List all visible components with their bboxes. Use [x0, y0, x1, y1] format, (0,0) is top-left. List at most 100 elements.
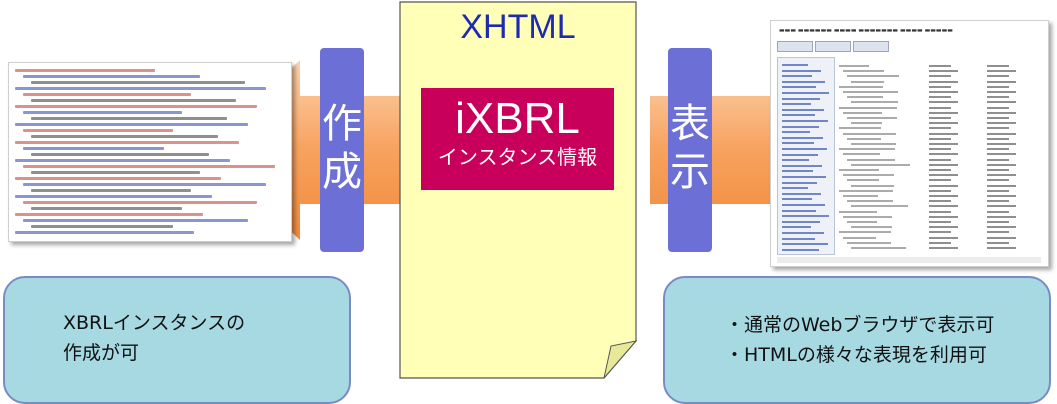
- table-label-line: [843, 91, 898, 93]
- table-value-line: [987, 226, 1016, 229]
- table-value-line: [987, 247, 1016, 249]
- browser-display-thumbnail: ▬▬▬ ▬▬▬▬▬▬ ▬▬▬▬ ▬▬▬▬▬▬▬ ▬▬▬▬ ▬▬▬▬▬: [770, 20, 1049, 267]
- xml-code-line: [15, 231, 194, 234]
- table-label-line: [851, 122, 882, 125]
- table-label-line: [851, 205, 908, 208]
- table-label-line: [839, 148, 895, 151]
- table-label-line: [839, 127, 881, 130]
- table-value-line: [987, 158, 1009, 161]
- sidebar-link-line: [782, 80, 825, 83]
- browser-thumbnail-header: ▬▬▬ ▬▬▬▬▬▬ ▬▬▬▬ ▬▬▬▬▬▬▬ ▬▬▬▬ ▬▬▬▬▬: [779, 27, 953, 34]
- table-value-line: [987, 236, 1016, 239]
- table-value-line: [987, 205, 1016, 208]
- sidebar-link-line: [782, 108, 824, 111]
- table-value-line: [929, 143, 958, 145]
- table-label-line: [839, 231, 891, 234]
- sidebar-link-line: [782, 215, 829, 218]
- xhtml-label: XHTML: [460, 8, 576, 46]
- table-label-line: [851, 247, 906, 249]
- xml-code-line: [15, 105, 257, 108]
- table-value-line: [929, 210, 951, 213]
- xml-code-line: [15, 159, 230, 162]
- table-label-line: [847, 137, 881, 140]
- table-value-line: [929, 106, 951, 109]
- table-value-line: [929, 174, 958, 177]
- table-label-line: [839, 189, 893, 192]
- ixbrl-box: iXBRL インスタンス情報: [421, 88, 614, 190]
- browser-thumbnail-footer: [777, 257, 1041, 263]
- xml-code-line: [31, 225, 173, 228]
- table-value-line: [987, 85, 1009, 88]
- table-value-line: [987, 189, 1009, 192]
- table-label-line: [843, 236, 876, 239]
- table-label-line: [839, 85, 883, 88]
- table-value-line: [929, 158, 951, 161]
- table-label-line: [847, 96, 883, 99]
- table-label-line: [851, 80, 884, 83]
- display-label-char-1: 表: [670, 101, 710, 147]
- table-value-line: [987, 132, 1016, 135]
- table-value-line: [929, 179, 951, 182]
- table-value-line: [929, 96, 951, 99]
- xhtml-document-note: [399, 1, 638, 379]
- table-label-line: [851, 101, 898, 104]
- xml-code-line: [31, 207, 182, 210]
- sidebar-link-line: [782, 148, 827, 150]
- table-value-line: [987, 210, 1009, 213]
- sidebar-link-line: [782, 97, 820, 100]
- create-callout-line-1: XBRLインスタンスの: [63, 312, 246, 334]
- table-value-line: [987, 153, 1016, 156]
- table-label-line: [843, 195, 878, 197]
- table-label-line: [839, 210, 877, 213]
- display-label-char-2: 示: [670, 149, 710, 195]
- xml-code-line: [23, 147, 164, 150]
- sidebar-link-line: [782, 243, 828, 246]
- table-value-line: [987, 137, 1009, 140]
- xml-code-line: [15, 69, 155, 72]
- table-label-line: [851, 226, 892, 229]
- table-label-line: [851, 163, 910, 166]
- table-label-line: [847, 241, 891, 244]
- create-callout-line-2: 作成が可: [63, 342, 140, 364]
- sidebar-link-line: [782, 187, 808, 190]
- sidebar-link-line: [782, 164, 822, 167]
- table-label-line: [847, 117, 897, 119]
- table-value-line: [987, 80, 1016, 83]
- sidebar-link-line: [782, 114, 815, 117]
- display-callout-line-2: ・HTMLの様々な表現を利用可: [725, 344, 987, 366]
- sidebar-link-line: [782, 181, 817, 184]
- xml-code-line: [23, 165, 275, 168]
- table-value-line: [929, 101, 958, 104]
- sidebar-link-line: [782, 64, 808, 66]
- table-value-line: [929, 163, 958, 166]
- table-value-line: [987, 195, 1016, 197]
- sidebar-link-line: [782, 120, 828, 122]
- table-value-line: [929, 215, 958, 218]
- table-label-line: [847, 179, 879, 182]
- xml-code-line: [31, 99, 236, 102]
- table-value-line: [987, 163, 1016, 166]
- xml-code-line: [23, 93, 191, 96]
- sidebar-link-line: [782, 198, 812, 201]
- sidebar-link-line: [782, 170, 813, 173]
- table-value-line: [987, 75, 1009, 78]
- table-label-line: [847, 75, 899, 78]
- create-label-char-2: 成: [322, 149, 362, 195]
- sidebar-link-line: [782, 248, 819, 251]
- display-label: 表 示: [668, 48, 712, 252]
- sidebar-link-line: [782, 237, 815, 240]
- table-value-line: [929, 70, 958, 73]
- sidebar-link-line: [782, 153, 818, 156]
- sidebar-link-line: [782, 192, 821, 195]
- sidebar-link-line: [782, 131, 810, 134]
- table-value-line: [987, 70, 1016, 73]
- table-label-line: [843, 70, 884, 73]
- display-callout: ・通常のWebブラウザで表示可 ・HTMLの様々な表現を利用可: [663, 276, 1051, 404]
- xml-code-line: [31, 117, 227, 120]
- table-value-line: [929, 226, 958, 229]
- table-value-line: [929, 80, 958, 83]
- browser-thumbnail-sidebar: [777, 57, 835, 255]
- xml-code-line: [23, 219, 248, 222]
- table-value-line: [929, 127, 951, 130]
- table-value-line: [987, 174, 1016, 177]
